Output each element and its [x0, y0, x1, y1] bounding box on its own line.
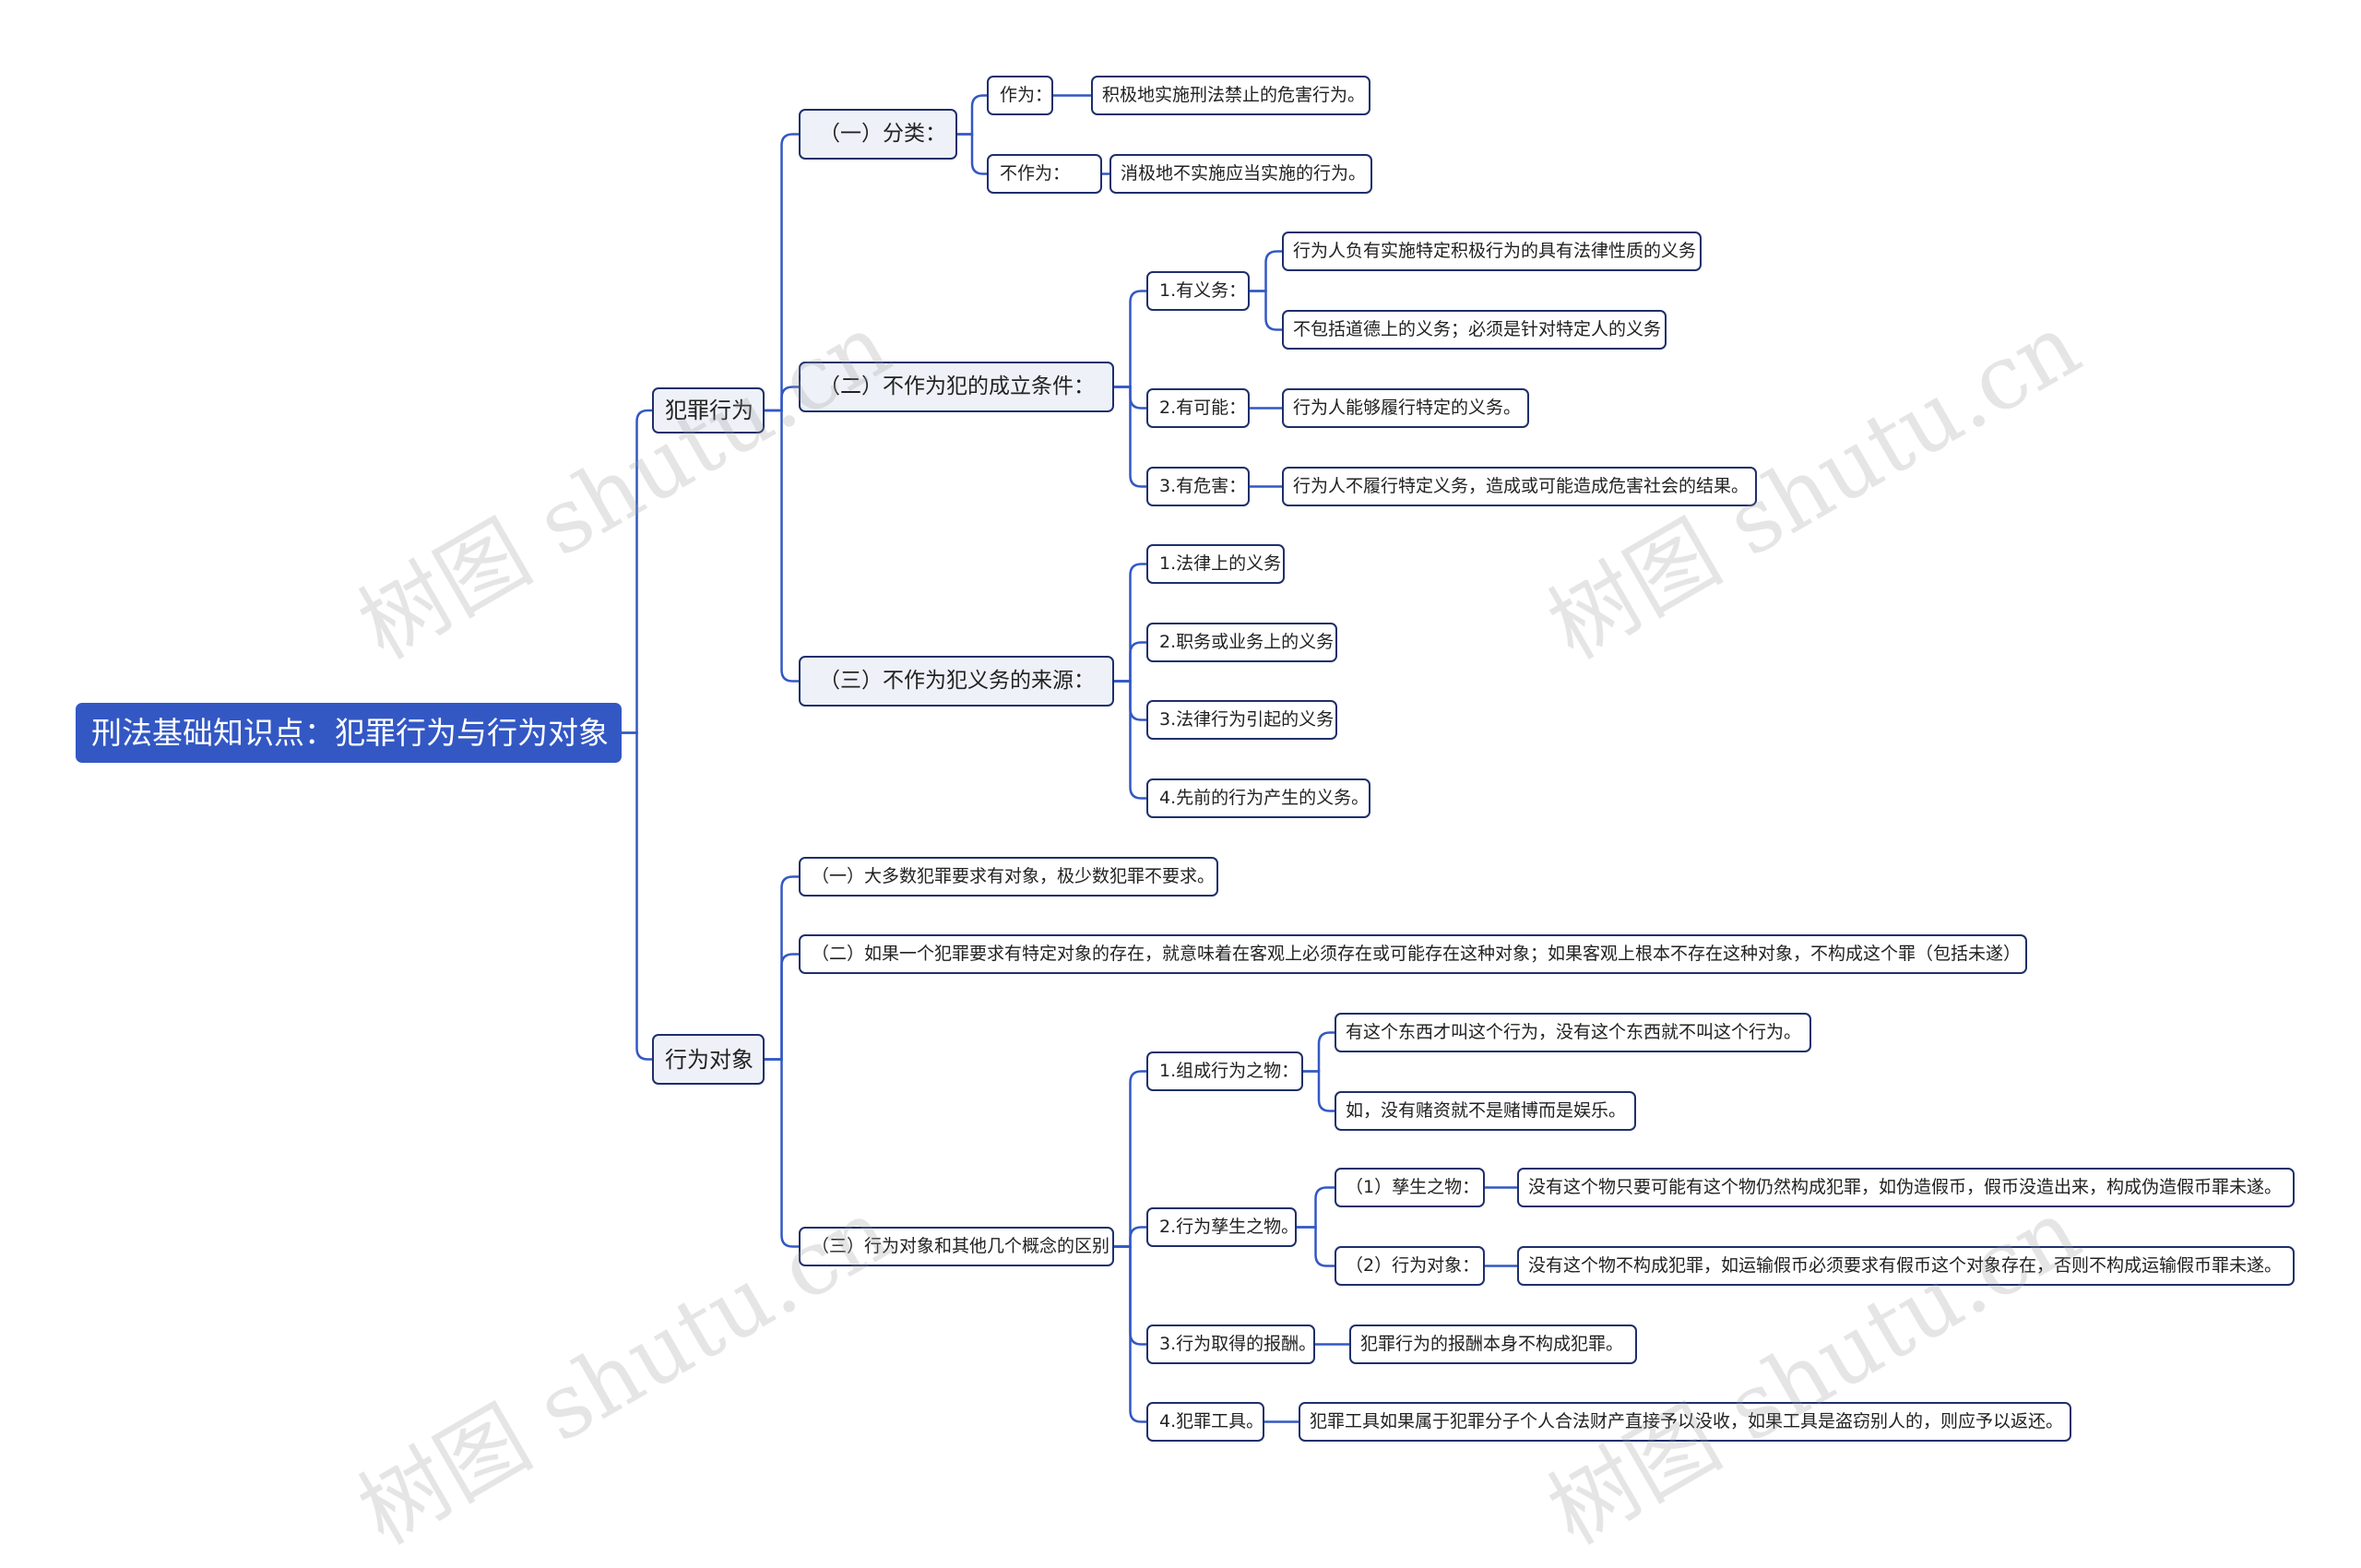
topic-constitutive[interactable]: 1.组成行为之物： — [1146, 1051, 1303, 1091]
connector — [957, 94, 987, 136]
connector — [1114, 1070, 1146, 1248]
topic-generated-sub-2-desc[interactable]: 没有这个物不构成犯罪，如运输假币必须要求有假币这个对象存在，否则不构成运输假币罪… — [1517, 1246, 2295, 1286]
mind-map: 刑法基础知识点：犯罪行为与行为对象 犯罪行为 （一）分类： 作为： 积极地实施刑… — [76, 76, 2295, 1564]
connector — [1297, 1186, 1335, 1229]
topic-tools[interactable]: 4.犯罪工具。 — [1146, 1402, 1264, 1442]
connector — [1114, 641, 1146, 683]
connector — [765, 953, 799, 1061]
topic-omission-desc[interactable]: 消极地不实施应当实施的行为。 — [1109, 154, 1372, 194]
topic-constitutive-desc-1[interactable]: 有这个东西才叫这个行为，没有这个东西就不叫这个行为。 — [1335, 1013, 1811, 1052]
connector — [1114, 563, 1146, 683]
connector — [622, 409, 652, 734]
connector — [1250, 290, 1282, 331]
topic-source-1[interactable]: 1.法律上的义务 — [1146, 544, 1285, 584]
topic-criminal-act[interactable]: 犯罪行为 — [652, 387, 765, 434]
topic-reward-desc[interactable]: 犯罪行为的报酬本身不构成犯罪。 — [1349, 1324, 1637, 1364]
topic-act-desc[interactable]: 积极地实施刑法禁止的危害行为。 — [1091, 76, 1370, 115]
topic-generated-sub-1-desc[interactable]: 没有这个物只要可能有这个物仍然构成犯罪，如伪造假币，假币没造出来，构成伪造假币罪… — [1517, 1168, 2295, 1207]
topic-omission[interactable]: 不作为： — [987, 154, 1102, 194]
connector — [1303, 1070, 1335, 1112]
topic-possible-desc[interactable]: 行为人能够履行特定的义务。 — [1282, 388, 1529, 428]
topic-duty-desc-1[interactable]: 行为人负有实施特定积极行为的具有法律性质的义务 — [1282, 232, 1702, 271]
topic-source-4[interactable]: 4.先前的行为产生的义务。 — [1146, 778, 1370, 818]
topic-harm-desc[interactable]: 行为人不履行特定义务，造成或可能造成危害社会的结果。 — [1282, 467, 1757, 506]
connector — [1114, 386, 1146, 488]
connector — [765, 875, 799, 1061]
topic-duty[interactable]: 1.有义务： — [1146, 271, 1250, 311]
topic-tools-desc[interactable]: 犯罪工具如果属于犯罪分子个人合法财产直接予以没收，如果工具是盗窃别人的，则应予以… — [1299, 1402, 2071, 1442]
topic-generated-sub-1[interactable]: （1）孳生之物： — [1335, 1168, 1485, 1207]
topic-object-point-1[interactable]: （一）大多数犯罪要求有对象，极少数犯罪不要求。 — [799, 857, 1218, 897]
topic-source-3[interactable]: 3.法律行为引起的义务 — [1146, 700, 1337, 740]
topic-duty-sources[interactable]: （三）不作为犯义务的来源： — [799, 656, 1114, 707]
topic-act[interactable]: 作为： — [987, 76, 1053, 115]
connector — [1303, 1031, 1335, 1073]
topic-generated-sub-2[interactable]: （2）行为对象： — [1335, 1246, 1485, 1286]
connector — [765, 386, 799, 412]
topic-duty-desc-2[interactable]: 不包括道德上的义务；必须是针对特定人的义务 — [1282, 310, 1667, 350]
topic-distinction[interactable]: （三）行为对象和其他几个概念的区别 — [799, 1227, 1114, 1266]
topic-generated[interactable]: 2.行为孳生之物。 — [1146, 1207, 1299, 1247]
root-topic[interactable]: 刑法基础知识点：犯罪行为与行为对象 — [76, 703, 622, 763]
connector — [765, 1058, 799, 1248]
connector-lines — [622, 94, 1517, 1423]
topic-act-object[interactable]: 行为对象 — [652, 1034, 765, 1085]
connector — [622, 731, 652, 1061]
topic-object-point-2[interactable]: （二）如果一个犯罪要求有特定对象的存在，就意味着在客观上必须存在或可能存在这种对… — [799, 934, 2027, 974]
topic-source-2[interactable]: 2.职务或业务上的义务 — [1146, 623, 1337, 662]
topic-possible[interactable]: 2.有可能： — [1146, 388, 1250, 428]
topic-conditions[interactable]: （二）不作为犯的成立条件： — [799, 362, 1114, 412]
connector — [765, 133, 799, 412]
connector — [1114, 680, 1146, 800]
connector — [957, 133, 987, 175]
topic-constitutive-desc-2[interactable]: 如，没有赌资就不是赌博而是娱乐。 — [1335, 1091, 1636, 1131]
connector — [1114, 1245, 1146, 1423]
topic-reward[interactable]: 3.行为取得的报酬。 — [1146, 1324, 1316, 1364]
connector — [1114, 290, 1146, 388]
connector — [765, 409, 799, 683]
connector — [1250, 250, 1282, 292]
topic-harm[interactable]: 3.有危害： — [1146, 467, 1250, 506]
topic-classification[interactable]: （一）分类： — [799, 109, 957, 160]
connector — [1114, 1226, 1146, 1248]
connector — [1297, 1226, 1335, 1267]
